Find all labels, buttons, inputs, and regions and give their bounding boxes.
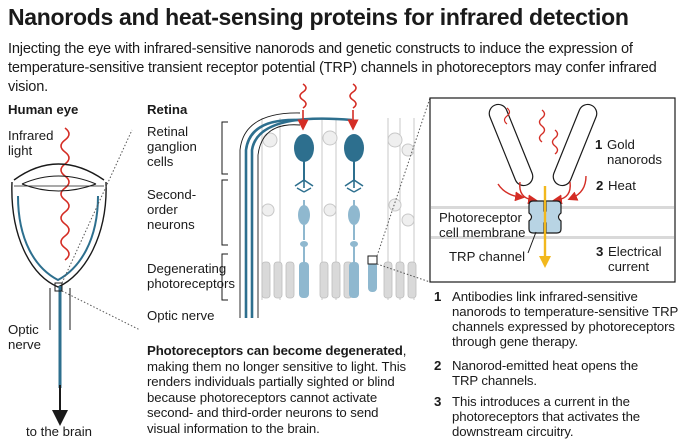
retina-illustration [221, 83, 431, 318]
ganglion-label-1: Retinal [147, 124, 189, 139]
retina-optic-label: Optic nerve [147, 308, 215, 323]
eye-illustration [11, 127, 141, 426]
degeneration-note: Photoreceptors can become degenerated, m… [147, 343, 409, 437]
degenerating-label-1: Degenerating [147, 261, 227, 276]
page-subtitle: Injecting the eye with infrared-sensitiv… [8, 41, 657, 95]
eye-infrared-wave [60, 127, 70, 261]
current-label-1: Electrical [608, 244, 662, 259]
retina-zoom-box [54, 282, 63, 292]
step-num-3: 3 [434, 394, 442, 409]
gold-label-2: nanorods [607, 152, 662, 167]
degeneration-note-lead: Photoreceptors can become degenerated [147, 343, 403, 358]
step-text-3: This introduces a current in the photore… [452, 394, 641, 439]
eye-heading: Human eye [8, 102, 79, 117]
neuron-chain-right [344, 134, 364, 298]
retina-heading: Retina [147, 102, 188, 117]
second-order-label-3: neurons [147, 217, 195, 232]
nanorod-right [552, 103, 598, 187]
eye-optic-label-1: Optic [8, 322, 39, 337]
second-order-label-1: Second- [147, 187, 197, 202]
current-label-2: current [608, 259, 650, 274]
eye-optic-label-2: nerve [8, 337, 41, 352]
eye-infrared-label-1: Infrared [8, 128, 54, 143]
photoreceptor-zoom-box [367, 255, 378, 265]
channel-detail-illustration [429, 97, 676, 283]
step-num-1: 1 [434, 289, 442, 304]
ganglion-label-3: cells [147, 154, 174, 169]
gold-label-1: Gold [607, 137, 635, 152]
nanorod-left [488, 103, 534, 187]
degeneration-note-body: , making them no longer sensitive to lig… [147, 343, 407, 436]
second-order-label-2: order [147, 202, 178, 217]
neuron-chain-left [294, 134, 314, 298]
degenerating-label-2: photoreceptors [147, 276, 235, 291]
eye-infrared-label-2: light [8, 143, 33, 158]
page-title: Nanorods and heat-sensing proteins for i… [8, 4, 629, 30]
step-text-1: Antibodies link infrared-sensitive nanor… [452, 289, 678, 349]
detail-num-2: 2 [596, 178, 604, 193]
heat-label: Heat [608, 178, 636, 193]
membrane-label-1: Photoreceptor [439, 210, 522, 225]
to-brain-label: to the brain [26, 424, 92, 439]
detail-num-1: 1 [595, 137, 603, 152]
detail-num-3: 3 [596, 244, 604, 259]
step-text-2: Nanorod-emitted heat opens the TRP chann… [452, 358, 639, 388]
membrane-label-2: cell membrane [439, 225, 526, 240]
step-num-2: 2 [434, 358, 442, 373]
detail-box [429, 97, 676, 283]
trp-label: TRP channel [449, 249, 525, 264]
ganglion-label-2: ganglion [147, 139, 197, 154]
